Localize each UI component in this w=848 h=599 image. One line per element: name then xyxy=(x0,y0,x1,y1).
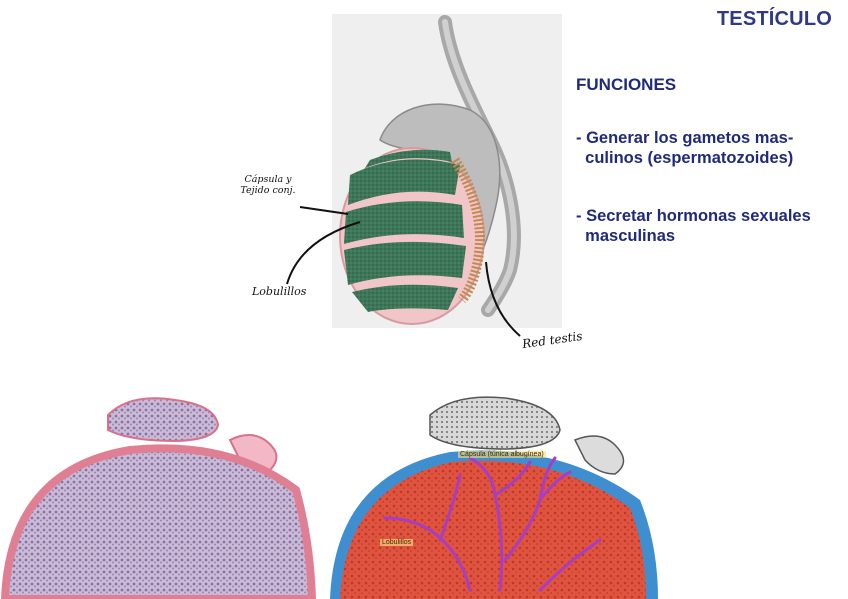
micro-lobulillos-label: Lobulillos xyxy=(380,539,414,546)
capsula-pointer xyxy=(299,206,349,215)
function-item-1: - Generar los gametos mas- culinos (espe… xyxy=(576,129,794,167)
micro-capsula-label: Cápsula (túnica albugínea) xyxy=(458,451,546,458)
micro-right-epididymis xyxy=(429,396,561,450)
functions-heading: FUNCIONES xyxy=(576,75,677,94)
page-title: TESTÍCULO xyxy=(716,8,832,30)
micro-left-epididymis xyxy=(107,397,220,443)
micro-left-testis xyxy=(0,444,317,599)
capsula-annotation: Cápsula y Tejido conj. xyxy=(240,174,296,196)
lobulillos-pointer xyxy=(286,221,361,285)
lobulillos-annotation: Lobulillos xyxy=(252,285,307,298)
red-testis-pointer xyxy=(485,261,521,337)
function-item-2: - Secretar hormonas sexuales masculinas xyxy=(576,207,811,245)
micro-right-septa xyxy=(383,456,602,592)
